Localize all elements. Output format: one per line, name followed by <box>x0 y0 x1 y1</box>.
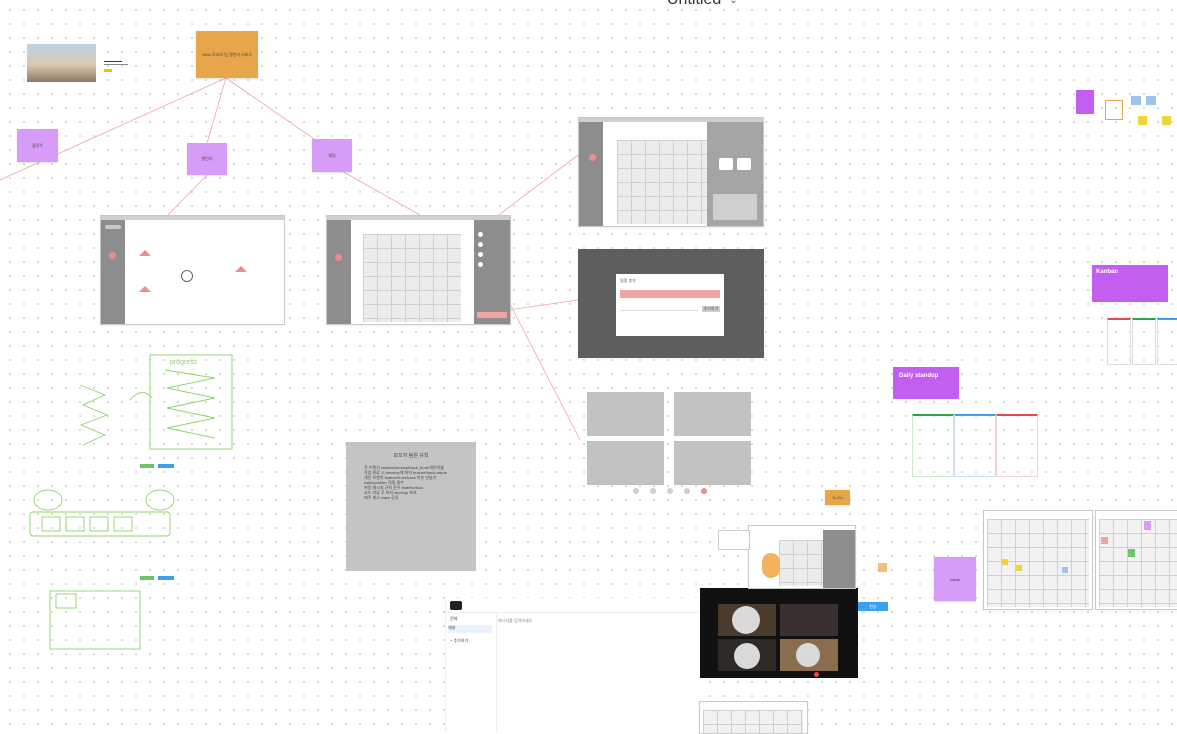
wireframe-mini[interactable] <box>748 525 856 589</box>
hand-sketch[interactable]: progress <box>75 350 235 455</box>
doodle-icon <box>181 270 193 282</box>
wireframe-calendar[interactable] <box>326 215 511 325</box>
chat-bubble-icon <box>450 601 462 610</box>
video-call-screen[interactable] <box>700 588 858 678</box>
wireframe-flow[interactable] <box>100 215 285 325</box>
modal-confirm-button[interactable]: 추가하기 <box>702 306 720 312</box>
calendar-thumbnail[interactable] <box>699 701 808 734</box>
board-title[interactable]: Untitled ⌄ <box>667 0 738 9</box>
sketch-label: progress <box>170 359 198 366</box>
mini-card[interactable] <box>718 530 750 550</box>
chat-input[interactable]: 메시지를 입력하세요 <box>498 618 533 623</box>
sticky-note-orange[interactable]: To Do <box>825 490 850 505</box>
sketch-wireframe[interactable] <box>0 462 180 542</box>
sticky-note-purple[interactable]: 캘린더 <box>187 143 227 175</box>
carousel-dot[interactable] <box>667 488 673 494</box>
modal-title: 일정 추가 <box>620 278 636 283</box>
memo-heading: 모꼬지 팀원 규칙 <box>393 453 429 459</box>
memo-item: 커밋 메시지 규칙 준수 feat/fix/docs <box>364 485 423 490</box>
kanban-label: Kanban <box>1096 269 1119 275</box>
end-call-icon[interactable] <box>814 672 819 677</box>
calendar-board[interactable] <box>983 510 1093 610</box>
memo-list: 각 브랜치 master/develop/back_front/개인이름 작업 … <box>364 465 468 500</box>
photo-caption <box>104 61 134 72</box>
image-placeholder[interactable] <box>587 392 664 436</box>
kanban-banner[interactable]: Kanban <box>1092 265 1168 302</box>
wireframe-modal[interactable]: 일정 추가 추가하기 <box>578 249 764 358</box>
carousel-dot[interactable] <box>650 488 656 494</box>
family-photo[interactable] <box>27 44 96 82</box>
standup-banner[interactable]: Daily standup <box>893 367 959 399</box>
image-placeholder[interactable] <box>674 441 751 485</box>
standup-board[interactable] <box>912 414 1038 477</box>
standup-label: Daily standup <box>899 373 939 379</box>
sticky-note-purple[interactable]: Ideas <box>934 557 976 601</box>
sticky-cluster[interactable] <box>762 553 780 578</box>
sticky-note-orange[interactable]: Hello 모꼬지 팀 캘린더 서비스 <box>196 31 258 78</box>
sticky-note-purple[interactable]: 플로우 <box>17 129 58 162</box>
memo-item: 코드 리뷰 후 머지 develop 보호 <box>364 490 417 495</box>
chevron-down-icon[interactable]: ⌄ <box>729 0 738 6</box>
memo-item: 매주 회고 slack 공유 <box>364 495 399 500</box>
chat-wireframe[interactable]: 전체 채널 + 추가하기 메시지를 입력하세요 <box>445 598 701 732</box>
carousel-dot[interactable] <box>684 488 690 494</box>
kanban-board[interactable] <box>1107 318 1177 365</box>
rules-memo[interactable]: 모꼬지 팀원 규칙 각 브랜치 master/develop/back_fron… <box>346 442 476 571</box>
image-placeholder[interactable] <box>674 392 751 436</box>
sticky-text: 플로우 <box>31 142 44 148</box>
sticky-text: Ideas <box>950 576 960 582</box>
memo-item: 작업 완료 시 develop에 머지 feature/back-article <box>364 470 448 475</box>
memo-item: eslint/prettier 적용 필수 <box>364 480 404 485</box>
add-icon <box>109 252 116 259</box>
board-title-text: Untitled <box>667 0 721 9</box>
send-button[interactable]: 전송 <box>858 602 888 611</box>
chat-menu-item[interactable]: 채널 <box>448 625 492 633</box>
memo-item: 개인 브랜치 feature/front/back 이슈 만들기 <box>364 475 437 480</box>
wireframe-calendar-detail[interactable] <box>578 117 764 227</box>
chat-menu-item[interactable]: + 추가하기 <box>450 638 469 643</box>
sticky-mini[interactable] <box>878 563 887 572</box>
carousel-dot-active[interactable] <box>701 488 707 494</box>
sticky-text: Hello 모꼬지 팀 캘린더 서비스 <box>201 51 253 57</box>
sticky-text: 캘린더 <box>201 156 213 161</box>
flow-cluster[interactable] <box>1076 88 1177 138</box>
chat-menu-item[interactable]: 전체 <box>450 616 458 621</box>
sticky-text: 채팅 <box>328 152 336 158</box>
sketch-wireframe[interactable] <box>0 574 180 654</box>
memo-item: 각 브랜치 master/develop/back_front/개인이름 <box>364 465 444 470</box>
sticky-note-purple[interactable]: 채팅 <box>312 139 352 172</box>
calendar-board[interactable] <box>1095 510 1177 610</box>
carousel-dot[interactable] <box>633 488 639 494</box>
image-placeholder[interactable] <box>587 441 664 485</box>
sticky-text: To Do <box>832 495 843 500</box>
